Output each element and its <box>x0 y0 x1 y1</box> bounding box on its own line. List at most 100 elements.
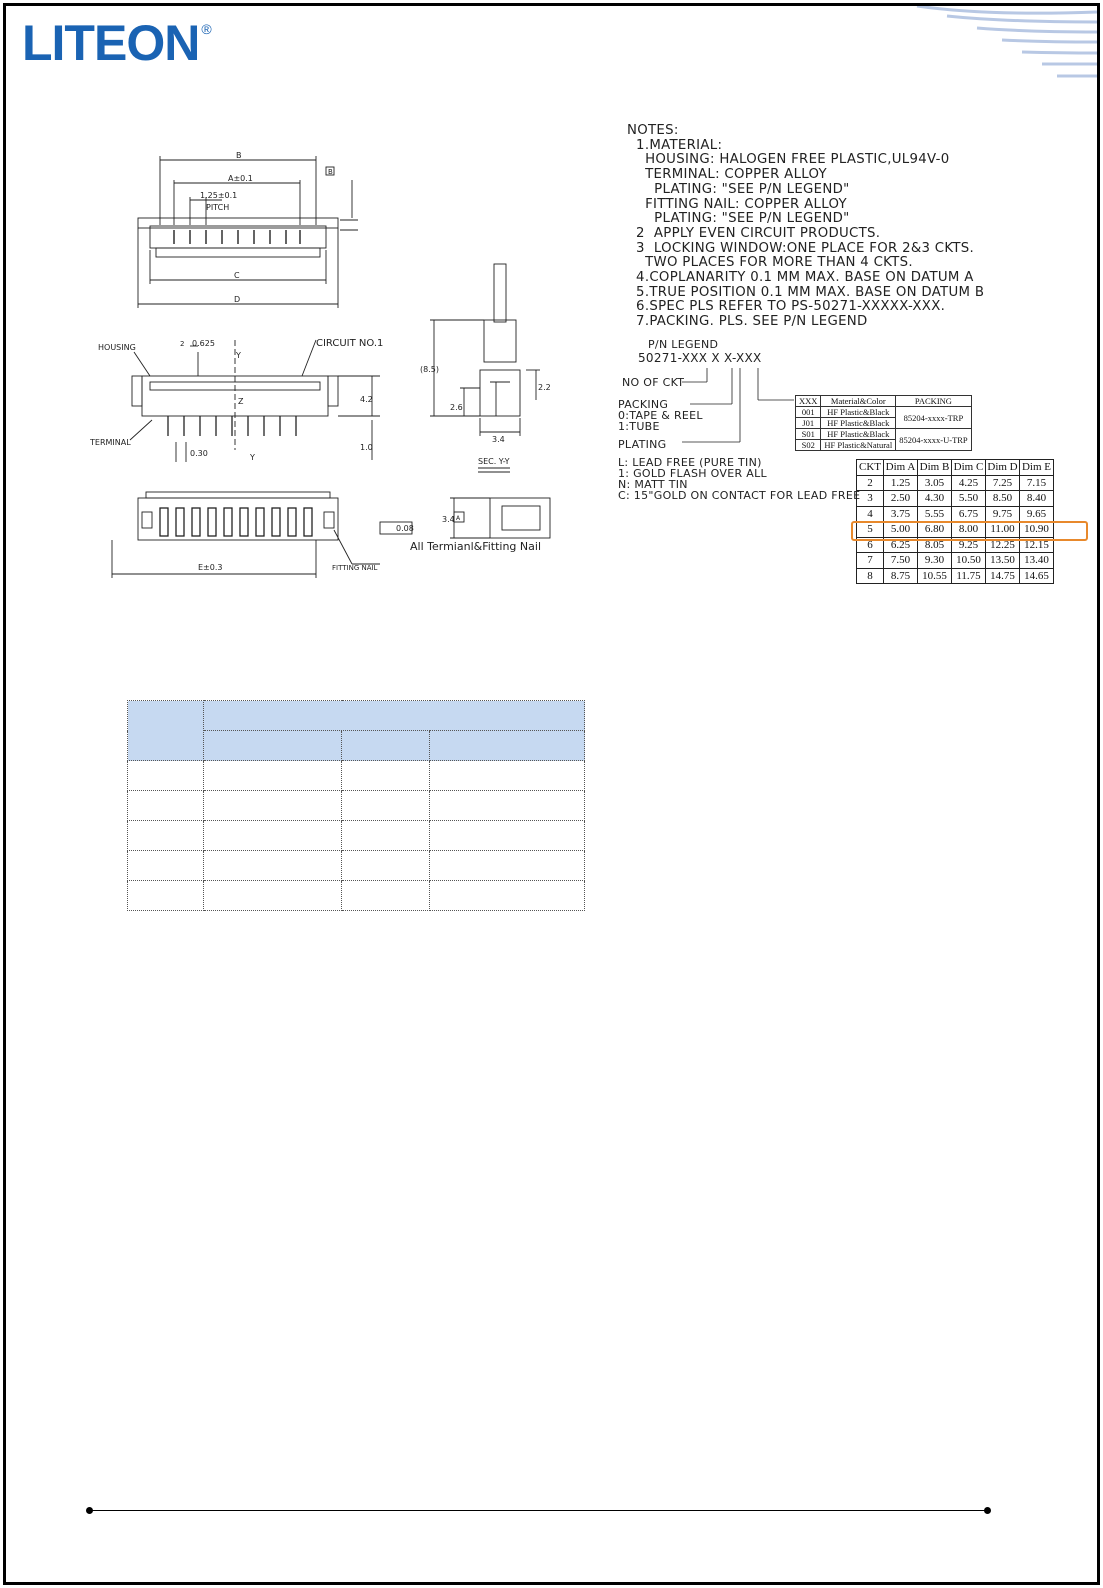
notes-line: FITTING NAIL: COPPER ALLOY <box>627 196 847 212</box>
notes-block: NOTES: 1.MATERIAL: HOUSING: HALOGEN FREE… <box>627 123 1087 330</box>
dim-cell: 5.50 <box>951 490 986 507</box>
side-detail <box>379 497 551 539</box>
blank-header-cell <box>429 730 585 761</box>
dim-cell: 8 <box>856 567 884 584</box>
plating-label: PLATING <box>618 438 667 451</box>
packing-option-1: 1:TUBE <box>618 420 660 433</box>
notes-line: NOTES: <box>627 123 679 138</box>
pn-legend: P/N LEGEND 50271-XXX X X-XXX NO OF CKT P… <box>612 338 1092 508</box>
tol-0625-label: 0.625 <box>192 339 215 348</box>
section-title: SEC. Y-Y <box>478 457 510 466</box>
circuit-no1-label: CIRCUIT NO.1 <box>316 338 383 349</box>
table-row <box>127 850 585 881</box>
dim-cell: 4 <box>856 505 884 522</box>
dim-cell: 9.65 <box>1019 505 1054 522</box>
dim-cell: 14.75 <box>985 567 1020 584</box>
liteon-logo: LITEON® <box>22 18 212 68</box>
y-top-label: Y <box>235 351 241 360</box>
dim-cell: 7.50 <box>883 552 918 569</box>
sec-dim-22-label: 2.2 <box>538 383 551 392</box>
highlight-ckt-5 <box>851 521 1088 541</box>
packing-table-cell: HF Plastic&Black <box>820 417 897 429</box>
note-2-box: 2 <box>180 340 184 348</box>
packing-table-header: XXX <box>794 395 822 407</box>
notes-line: 3 LOCKING WINDOW:ONE PLACE FOR 2&3 CKTS. <box>627 240 975 256</box>
packing-table-cell: HF Plastic&Natural <box>820 439 897 451</box>
packing-table-cell: 85204-xxxx-TRP <box>895 406 972 429</box>
dim-cell: 13.50 <box>985 552 1020 569</box>
packing-table: XXX Material&Color PACKING 001 HF Plasti… <box>794 395 972 451</box>
notes-line: PLATING: "SEE P/N LEGEND" <box>627 211 850 227</box>
dim-cell: 14.65 <box>1019 567 1054 584</box>
packing-table-header: PACKING <box>895 395 972 407</box>
notes-line: HOUSING: HALOGEN FREE PLASTIC,UL94V-0 <box>627 152 950 168</box>
dim-table-header: Dim E <box>1019 459 1054 476</box>
notes-line: 7.PACKING. PLS. SEE P/N LEGEND <box>627 314 868 330</box>
dim-cell: 6.75 <box>951 505 986 522</box>
pn-legend-title: P/N LEGEND <box>648 338 719 351</box>
sec-dim-85-label: (8.5) <box>420 365 439 374</box>
corner-stripes-decoration <box>916 6 1097 78</box>
dim-table-header: CKT <box>856 459 884 476</box>
packing-table-cell: S02 <box>794 439 822 451</box>
blank-spec-table <box>127 700 585 911</box>
pitch-label: PITCH <box>206 203 229 212</box>
blank-header-cell <box>203 700 585 731</box>
packing-table-cell: HF Plastic&Black <box>820 428 897 440</box>
blank-header-cell <box>341 730 430 761</box>
dim-table-header: Dim D <box>985 459 1020 476</box>
dim-cell: 2.50 <box>883 490 918 507</box>
sec-dim-26-label: 2.6 <box>450 403 463 412</box>
notes-line: TERMINAL: COPPER ALLOY <box>627 167 827 183</box>
plating-option-l: L: LEAD FREE (PURE TIN) <box>618 456 762 469</box>
dim-cell: 8.50 <box>985 490 1020 507</box>
flatness-label: 0.08 <box>396 524 414 533</box>
dim-table-header: Dim C <box>951 459 986 476</box>
footer-rule <box>89 1510 987 1511</box>
packing-table-cell: HF Plastic&Black <box>820 406 897 418</box>
packing-table-cell: 85204-xxxx-U-TRP <box>895 428 972 451</box>
fitting-nail-label: FITTING NAIL <box>332 564 378 572</box>
front-view <box>129 339 380 462</box>
notes-line: 6.SPEC PLS REFER TO PS-50271-XXXXX-XXX. <box>627 299 946 315</box>
packing-table-cell: S01 <box>794 428 822 440</box>
dim-030-label: 0.30 <box>190 449 208 458</box>
y-bottom-label: Y <box>249 453 255 462</box>
packing-option-0: 0:TAPE & REEL <box>618 409 703 422</box>
dim-cell: 11.00 <box>985 521 1020 538</box>
z-label: Z <box>238 397 244 406</box>
dim-42-label: 4.2 <box>360 395 373 404</box>
dim-cell: 7.25 <box>985 474 1020 491</box>
dim-e-label: E±0.3 <box>198 563 222 572</box>
dim-cell: 3 <box>856 490 884 507</box>
dim-table-header: Dim A <box>883 459 918 476</box>
sec-dim-34-label: 3.4 <box>492 435 505 444</box>
side-dim-34-label: 3.4 <box>442 515 455 524</box>
dim-cell: 11.75 <box>951 567 986 584</box>
blank-header-cell <box>203 730 342 761</box>
all-terminal-note: All Termianl&Fitting Nail <box>410 540 541 553</box>
packing-table-cell: J01 <box>794 417 822 429</box>
table-row <box>127 790 585 821</box>
dim-cell: 3.75 <box>883 505 918 522</box>
registered-mark: ® <box>201 21 211 38</box>
footer-rule-end-dot <box>984 1507 991 1514</box>
dim-cell: 13.40 <box>1019 552 1054 569</box>
dim-c-label: C <box>234 271 240 280</box>
packing-table-cell: 001 <box>794 406 822 418</box>
dim-cell: 4.30 <box>917 490 952 507</box>
notes-line: 4.COPLANARITY 0.1 MM MAX. BASE ON DATUM … <box>627 270 974 286</box>
notes-line: TWO PLACES FOR MORE THAN 4 CKTS. <box>627 255 913 271</box>
dim-cell: 7 <box>856 552 884 569</box>
datum-b-label: B <box>328 168 333 176</box>
notes-line: 2 APPLY EVEN CIRCUIT PRODUCTS. <box>627 225 881 241</box>
dim-cell: 7.15 <box>1019 474 1054 491</box>
bottom-view <box>111 491 380 578</box>
packing-label: PACKING <box>618 398 669 411</box>
connector-drawing: B A±0.1 1.25±0.1 PITCH C D B HOUSING TER… <box>90 151 551 578</box>
